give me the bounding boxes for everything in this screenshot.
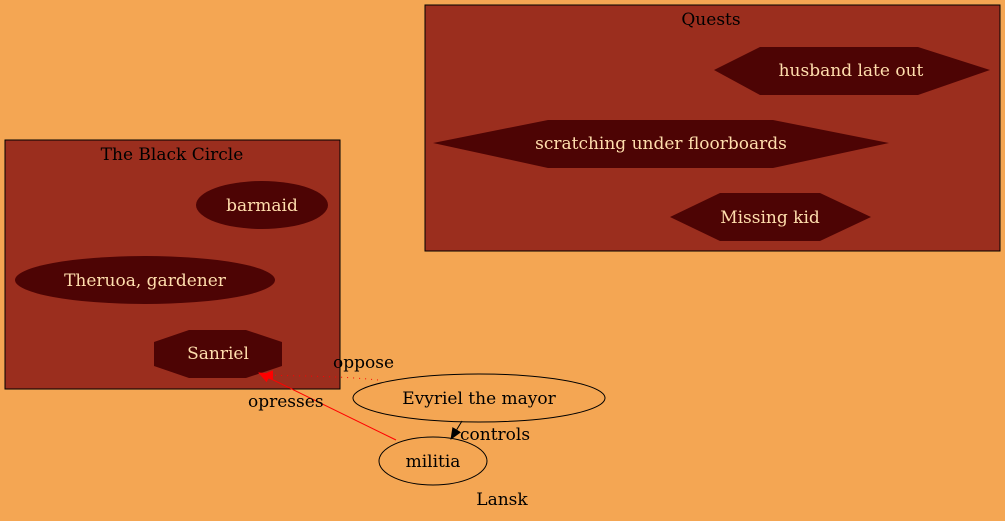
node-barmaid-shape bbox=[196, 181, 328, 229]
node-sanriel-label: Sanriel bbox=[187, 344, 249, 364]
node-militia-shape bbox=[378, 436, 488, 486]
graph-title: Lansk bbox=[476, 490, 528, 510]
node-husband-late-out-label: husband late out bbox=[779, 61, 924, 81]
node-missing-kid-label: Missing kid bbox=[720, 208, 820, 228]
node-husband-late-out[interactable]: husband late out bbox=[714, 47, 990, 95]
edge-controls-label: controls bbox=[460, 425, 530, 445]
node-barmaid[interactable]: barmaid bbox=[196, 181, 328, 229]
node-missing-kid[interactable]: Missing kid bbox=[670, 193, 871, 241]
node-theruoa-label: Theruoa, gardener bbox=[64, 271, 227, 291]
node-scratching-under-floorboards[interactable]: scratching under floorboards bbox=[433, 120, 889, 168]
edge-controls: controls bbox=[450, 420, 530, 445]
edge-oppose-label: oppose bbox=[333, 353, 394, 373]
node-missing-kid-shape bbox=[670, 193, 871, 241]
node-husband-late-out-shape bbox=[714, 47, 990, 95]
edge-opresses-line bbox=[258, 372, 397, 441]
node-evyriel-label: Evyriel the mayor bbox=[402, 389, 556, 409]
cluster-quests-label: Quests bbox=[681, 10, 740, 30]
node-sanriel-shape bbox=[154, 330, 282, 378]
edge-oppose-line bbox=[261, 370, 379, 381]
node-militia-label: militia bbox=[406, 452, 461, 472]
edge-oppose: oppose bbox=[261, 353, 394, 381]
node-theruoa[interactable]: Theruoa, gardener bbox=[15, 256, 275, 304]
edge-opresses: opresses bbox=[248, 372, 397, 441]
edge-controls-line bbox=[450, 420, 463, 440]
node-theruoa-shape bbox=[15, 256, 275, 304]
node-sanriel[interactable]: Sanriel bbox=[154, 330, 282, 378]
node-scratching-label: scratching under floorboards bbox=[535, 134, 787, 154]
node-evyriel[interactable]: Evyriel the mayor bbox=[352, 373, 606, 423]
node-scratching-shape bbox=[433, 120, 889, 168]
node-evyriel-shape bbox=[352, 373, 606, 423]
node-barmaid-label: barmaid bbox=[226, 196, 298, 216]
cluster-black-circle-label: The Black Circle bbox=[101, 145, 244, 165]
node-militia[interactable]: militia bbox=[378, 436, 488, 486]
edge-opresses-label: opresses bbox=[248, 392, 324, 412]
